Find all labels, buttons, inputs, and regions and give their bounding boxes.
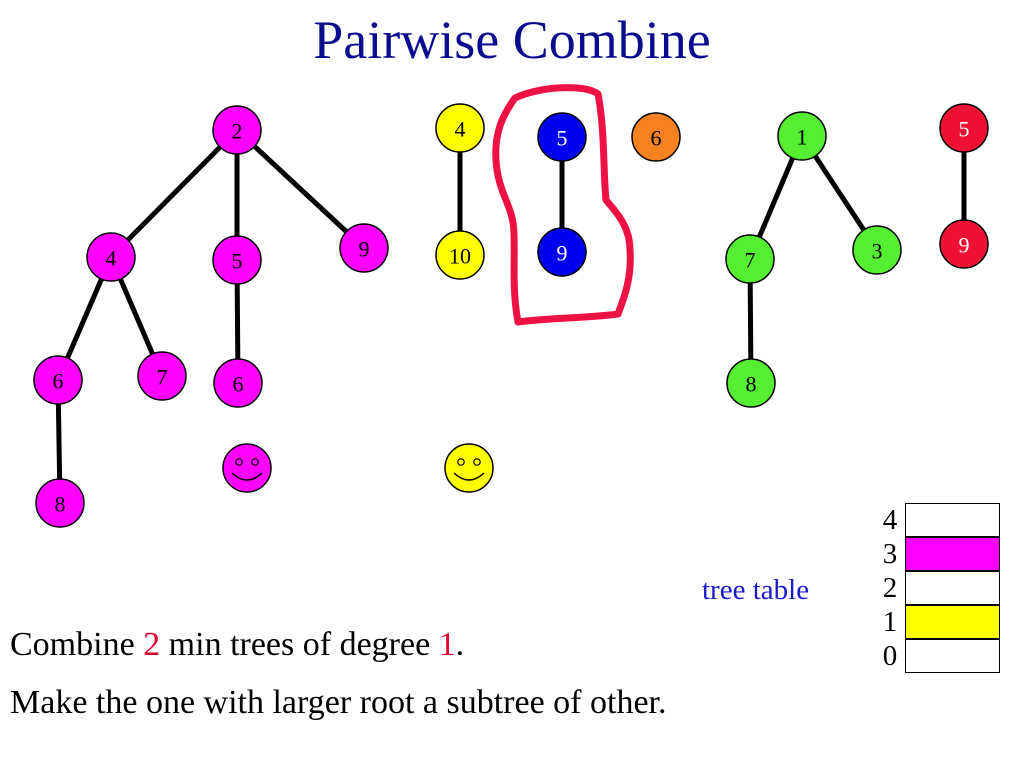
tree-table-label: tree table — [702, 574, 810, 606]
magenta-tree-node: 2 — [212, 105, 262, 155]
caption-text-3: . — [455, 626, 465, 663]
yellow-tree-node: 4 — [435, 103, 485, 153]
blue-tree-node-label: 5 — [557, 126, 568, 151]
tree-edges — [55, 128, 967, 504]
yellow-tree-node-circle — [435, 103, 485, 153]
red-tree-node: 9 — [939, 219, 989, 269]
yellow-tree-node-label: 10 — [449, 244, 471, 269]
green-tree-node: 8 — [726, 358, 776, 408]
tree-table-cell — [905, 639, 1000, 673]
magenta-tree-edge — [235, 128, 366, 250]
smiley-face-icon — [222, 443, 272, 493]
magenta-tree-node: 6 — [33, 355, 83, 405]
blue-tree-node-label: 9 — [557, 241, 568, 266]
tree-table-index: 3 — [882, 538, 898, 570]
magenta-tree-node-circle — [213, 358, 263, 408]
magenta-tree-node-label: 2 — [232, 119, 243, 144]
magenta-tree-node: 6 — [213, 358, 263, 408]
tree-table-cell — [905, 537, 1000, 571]
orange-tree-node-label: 6 — [651, 126, 662, 151]
magenta-tree-node-circle — [339, 223, 389, 273]
slide-title: Pairwise Combine — [313, 10, 711, 70]
blue-tree-node-circle — [537, 227, 587, 277]
caption-line-2: Make the one with larger root a subtree … — [10, 684, 667, 721]
orange-tree-node-circle — [631, 112, 681, 162]
smileys — [222, 443, 494, 493]
tree-table-row: 1 — [877, 605, 1002, 639]
red-tree-node-label: 9 — [959, 233, 970, 258]
magenta-tree-node-circle — [86, 232, 136, 282]
magenta-tree-node-label: 9 — [359, 237, 370, 262]
tree-table-cell — [905, 503, 1000, 537]
blue-tree-node: 9 — [537, 227, 587, 277]
green-tree-node-label: 7 — [745, 248, 756, 273]
caption-text-2: min trees of degree — [160, 626, 439, 663]
caption-degree: 1 — [438, 626, 456, 663]
tree-table-index: 4 — [882, 504, 898, 536]
blue-tree-node: 5 — [537, 112, 587, 162]
red-tree-node-circle — [939, 103, 989, 153]
caption-count: 2 — [143, 626, 161, 663]
tree-table-row: 0 — [877, 639, 1002, 673]
magenta-tree-node-label: 8 — [55, 492, 66, 517]
tree-table-cell — [905, 605, 1000, 639]
tree-table-index: 0 — [882, 640, 898, 672]
magenta-tree-node-circle — [33, 355, 83, 405]
caption-text-1: Combine — [10, 626, 144, 663]
green-tree-node-label: 3 — [872, 239, 883, 264]
magenta-tree-node-label: 6 — [53, 369, 64, 394]
smiley-face-icon — [444, 443, 494, 493]
red-tree-node-label: 5 — [959, 117, 970, 142]
magenta-tree-node-label: 4 — [106, 246, 117, 271]
magenta-tree-node-label: 5 — [232, 249, 243, 274]
orange-tree-node: 6 — [631, 112, 681, 162]
caption-line-1: Combine 2 min trees of degree 1. — [10, 626, 464, 664]
magenta-tree-node-circle — [212, 235, 262, 285]
red-tree-node: 5 — [939, 103, 989, 153]
green-tree-node-label: 8 — [746, 372, 757, 397]
magenta-tree-node: 9 — [339, 223, 389, 273]
magenta-tree-node-circle — [137, 351, 187, 401]
tree-nodes: 2 4 5 9 6 7 6 8 4 10 5 9 6 1 7 3 8 5 9 — [33, 103, 989, 528]
magenta-tree-node-circle — [35, 478, 85, 528]
magenta-tree-node: 5 — [212, 235, 262, 285]
green-tree-node-circle — [852, 225, 902, 275]
magenta-tree-node-label: 6 — [233, 372, 244, 397]
red-tree-node-circle — [939, 219, 989, 269]
magenta-tree-node-circle — [212, 105, 262, 155]
tree-table-index: 1 — [882, 606, 898, 638]
magenta-tree-edge — [109, 128, 239, 259]
green-tree-node: 1 — [777, 111, 827, 161]
green-tree-node-label: 1 — [797, 125, 808, 150]
green-tree-node-circle — [725, 234, 775, 284]
yellow-tree-node: 10 — [435, 230, 485, 280]
green-tree-node: 7 — [725, 234, 775, 284]
green-tree-node-circle — [777, 111, 827, 161]
blue-tree-node-circle — [537, 112, 587, 162]
green-tree-node: 3 — [852, 225, 902, 275]
magenta-tree-node-label: 7 — [157, 365, 168, 390]
tree-table-cell — [905, 571, 1000, 605]
selection-circle — [492, 84, 634, 326]
magenta-tree-node: 4 — [86, 232, 136, 282]
yellow-tree-node-label: 4 — [455, 117, 466, 142]
tree-table-index: 2 — [882, 572, 898, 604]
tree-table-row: 3 — [877, 537, 1002, 571]
magenta-tree-node: 8 — [35, 478, 85, 528]
green-tree-node-circle — [726, 358, 776, 408]
tree-table-row: 4 — [877, 503, 1002, 537]
magenta-tree-node: 7 — [137, 351, 187, 401]
tree-table-row: 2 — [877, 571, 1002, 605]
yellow-tree-node-circle — [435, 230, 485, 280]
